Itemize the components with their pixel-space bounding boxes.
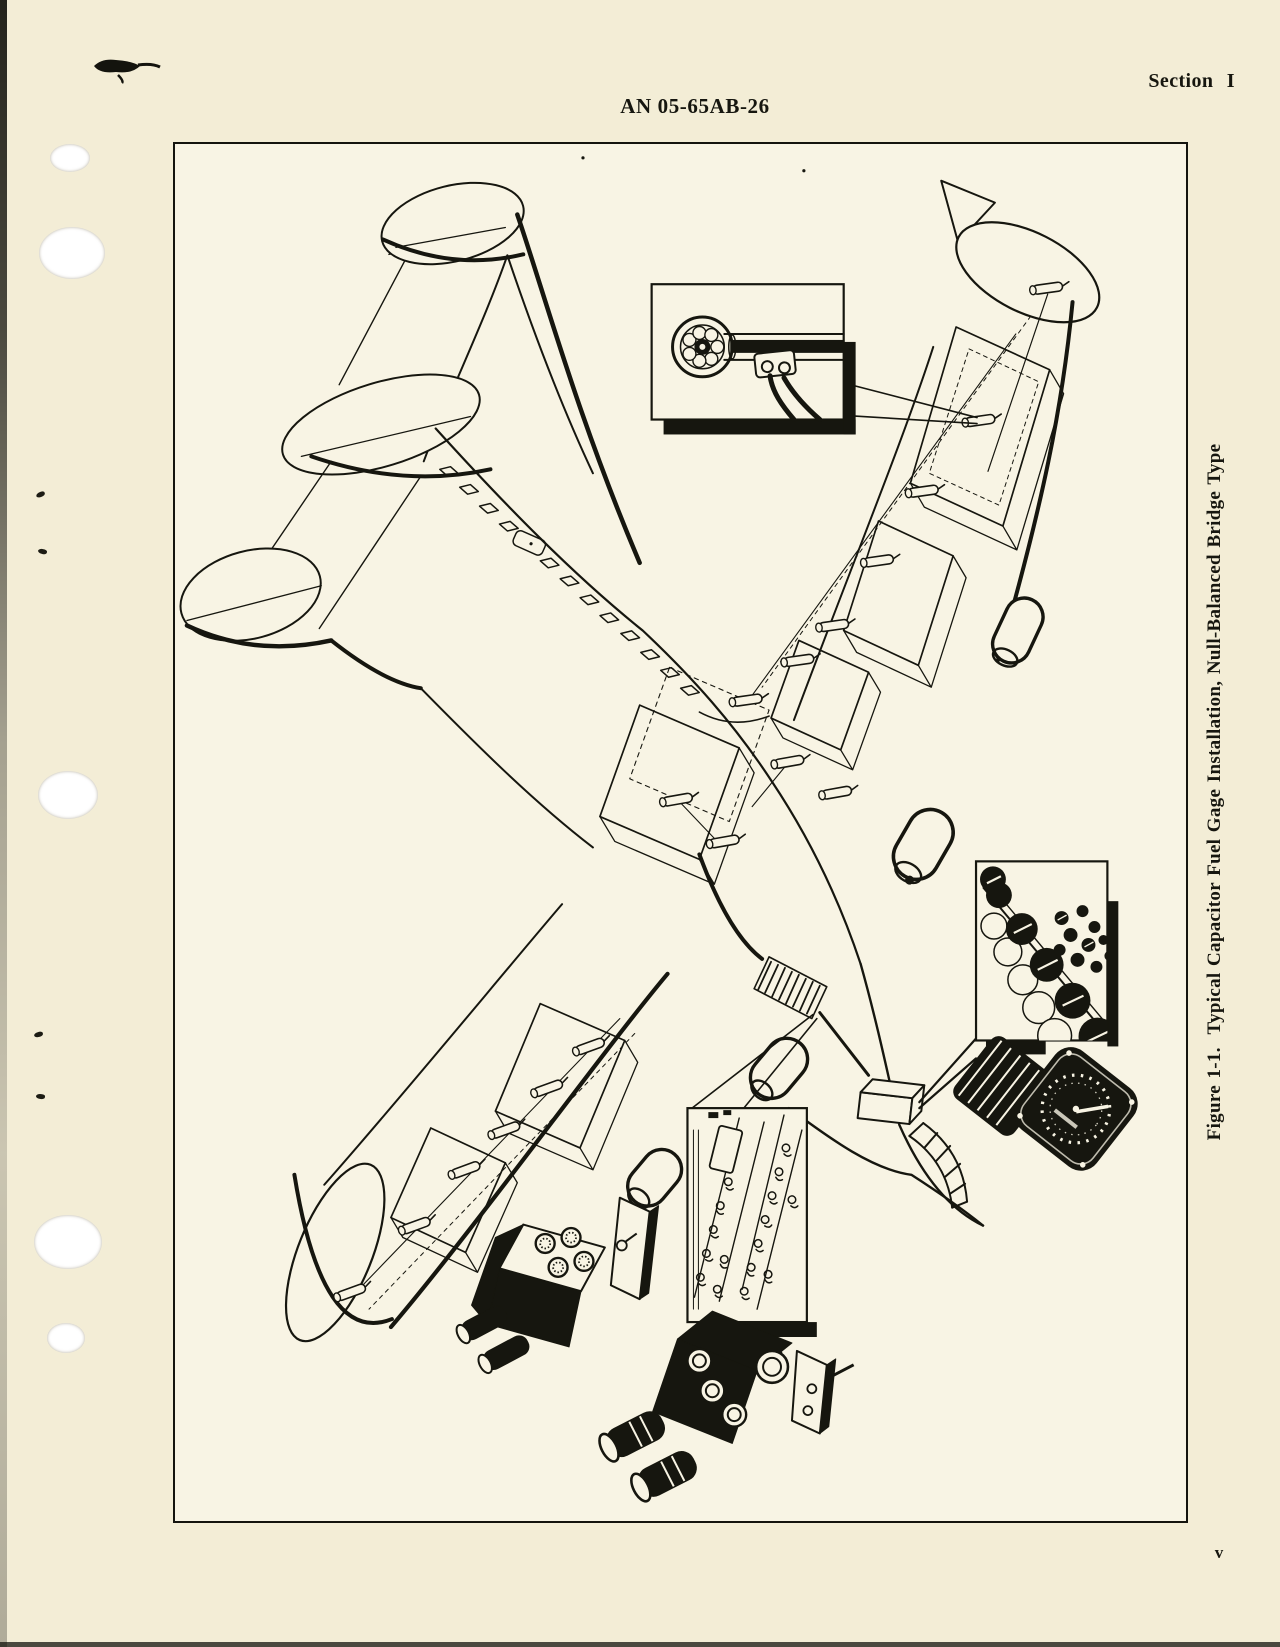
margin-speck bbox=[37, 547, 48, 556]
punch-hole bbox=[38, 771, 98, 819]
scan-edge-bottom bbox=[0, 1642, 1280, 1647]
section-label: Section I bbox=[1148, 70, 1235, 92]
instrument-panel-inset bbox=[974, 860, 1119, 1055]
cabin-door bbox=[512, 530, 547, 556]
scan-edge-left bbox=[0, 0, 7, 1647]
margin-speck bbox=[35, 490, 46, 499]
aircraft-drawing bbox=[179, 156, 1101, 1343]
terminal-board-inset bbox=[686, 1107, 817, 1337]
wiring-harness bbox=[697, 852, 926, 1126]
tail-fins bbox=[179, 181, 642, 691]
figure-illustration bbox=[179, 156, 1138, 1503]
page-number: v bbox=[1214, 1543, 1224, 1562]
figure-frame bbox=[173, 142, 1188, 1523]
punch-hole bbox=[34, 1215, 102, 1269]
fuel-quantity-indicator bbox=[953, 1036, 1138, 1171]
margin-speck bbox=[33, 1031, 44, 1038]
engine-nacelles bbox=[625, 596, 1045, 1210]
callout-lines bbox=[688, 382, 978, 1111]
cockpit-windows bbox=[908, 1122, 969, 1209]
doc-number: AN 05-65AB-26 bbox=[620, 94, 770, 118]
amplifier-unit bbox=[455, 1196, 660, 1375]
power-unit bbox=[598, 1310, 855, 1503]
right-wing bbox=[746, 179, 1101, 722]
margin-speck bbox=[35, 1093, 46, 1100]
ink-smudge bbox=[88, 50, 164, 84]
fuel-tank-boxes bbox=[390, 326, 1065, 1273]
tank-probes bbox=[331, 279, 1071, 1304]
cabin-windows bbox=[437, 462, 702, 700]
punch-hole bbox=[47, 1323, 85, 1353]
punch-hole bbox=[50, 144, 90, 172]
punch-hole bbox=[39, 227, 105, 279]
tank-unit-inset bbox=[650, 283, 856, 435]
figure-caption: Figure 1-1. Typical Capacitor Fuel Gage … bbox=[1204, 443, 1225, 1141]
left-wing bbox=[284, 903, 670, 1343]
fuselage bbox=[419, 156, 985, 1227]
